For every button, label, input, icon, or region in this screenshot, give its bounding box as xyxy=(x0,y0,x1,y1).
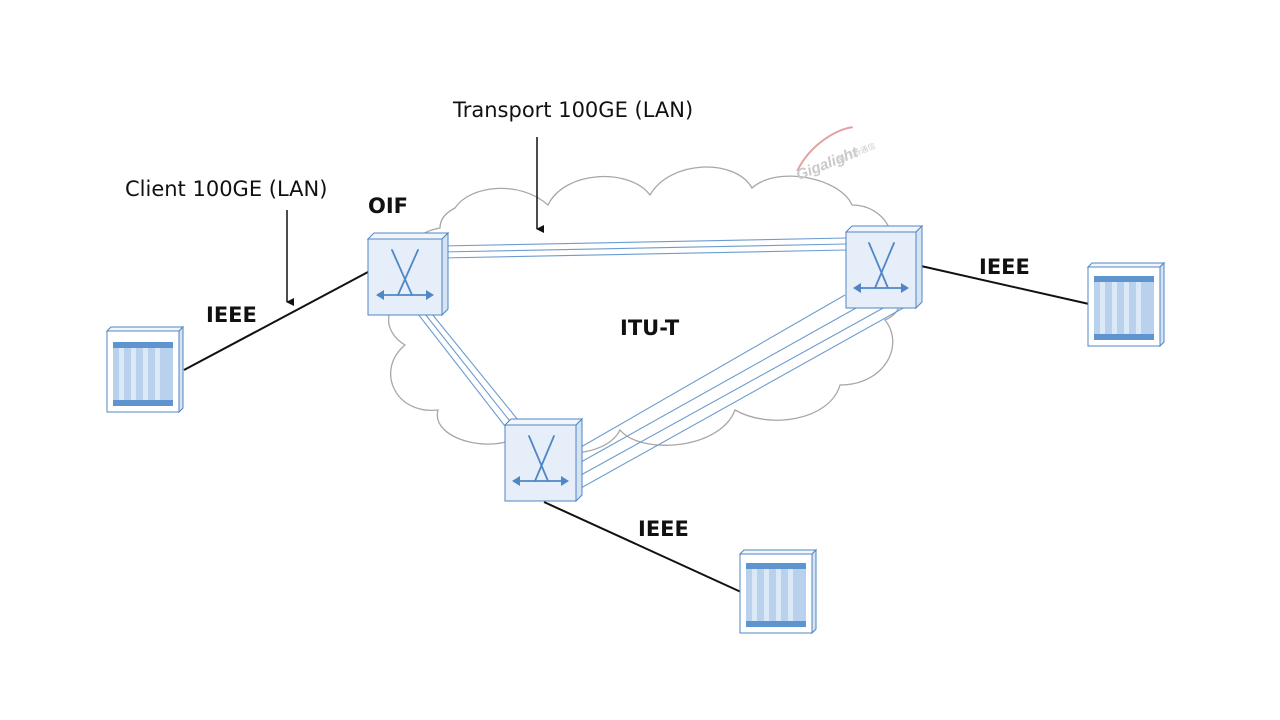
ieee-label-right: IEEE xyxy=(979,255,1030,279)
itu-t-label: ITU-T xyxy=(620,316,680,340)
client-label: Client 100GE (LAN) xyxy=(125,177,328,201)
link-right-3 xyxy=(580,306,886,476)
ieee-link-left xyxy=(183,271,369,371)
swoosh-icon xyxy=(796,126,853,172)
router-east[interactable] xyxy=(844,224,924,310)
ieee-link-right xyxy=(920,265,1090,305)
itu-t-cloud xyxy=(388,166,902,454)
optical-cross-connect-icon xyxy=(844,224,924,310)
terminal-right[interactable] xyxy=(1086,261,1166,348)
gigalight-watermark: Gigalight 易飞扬通信 xyxy=(780,113,891,197)
rack-server-icon xyxy=(105,325,185,414)
rack-server-icon xyxy=(1086,261,1166,348)
terminal-left[interactable] xyxy=(105,325,185,414)
link-top-2 xyxy=(440,243,847,253)
ieee-label-bottom: IEEE xyxy=(638,517,689,541)
link-right-1 xyxy=(580,294,846,448)
link-top-3 xyxy=(440,249,847,259)
terminal-bottom[interactable] xyxy=(738,548,818,635)
ieee-label-left: IEEE xyxy=(206,303,257,327)
transport-label: Transport 100GE (LAN) xyxy=(453,98,694,122)
oif-label: OIF xyxy=(368,194,409,218)
link-right-2 xyxy=(580,302,866,463)
ieee-link-bottom xyxy=(543,501,742,593)
optical-cross-connect-icon xyxy=(503,417,584,503)
transport-links xyxy=(417,237,906,489)
annotation-arrows xyxy=(286,137,544,306)
optical-cross-connect-icon xyxy=(366,231,450,317)
link-top-1 xyxy=(440,237,847,247)
link-left-2 xyxy=(424,313,514,426)
link-left-3 xyxy=(431,313,519,421)
link-right-4 xyxy=(580,306,906,489)
router-south[interactable] xyxy=(503,417,584,503)
link-left-1 xyxy=(417,313,509,431)
router-oif[interactable] xyxy=(366,231,450,317)
rack-server-icon xyxy=(738,548,818,635)
ieee-links xyxy=(183,265,1090,593)
